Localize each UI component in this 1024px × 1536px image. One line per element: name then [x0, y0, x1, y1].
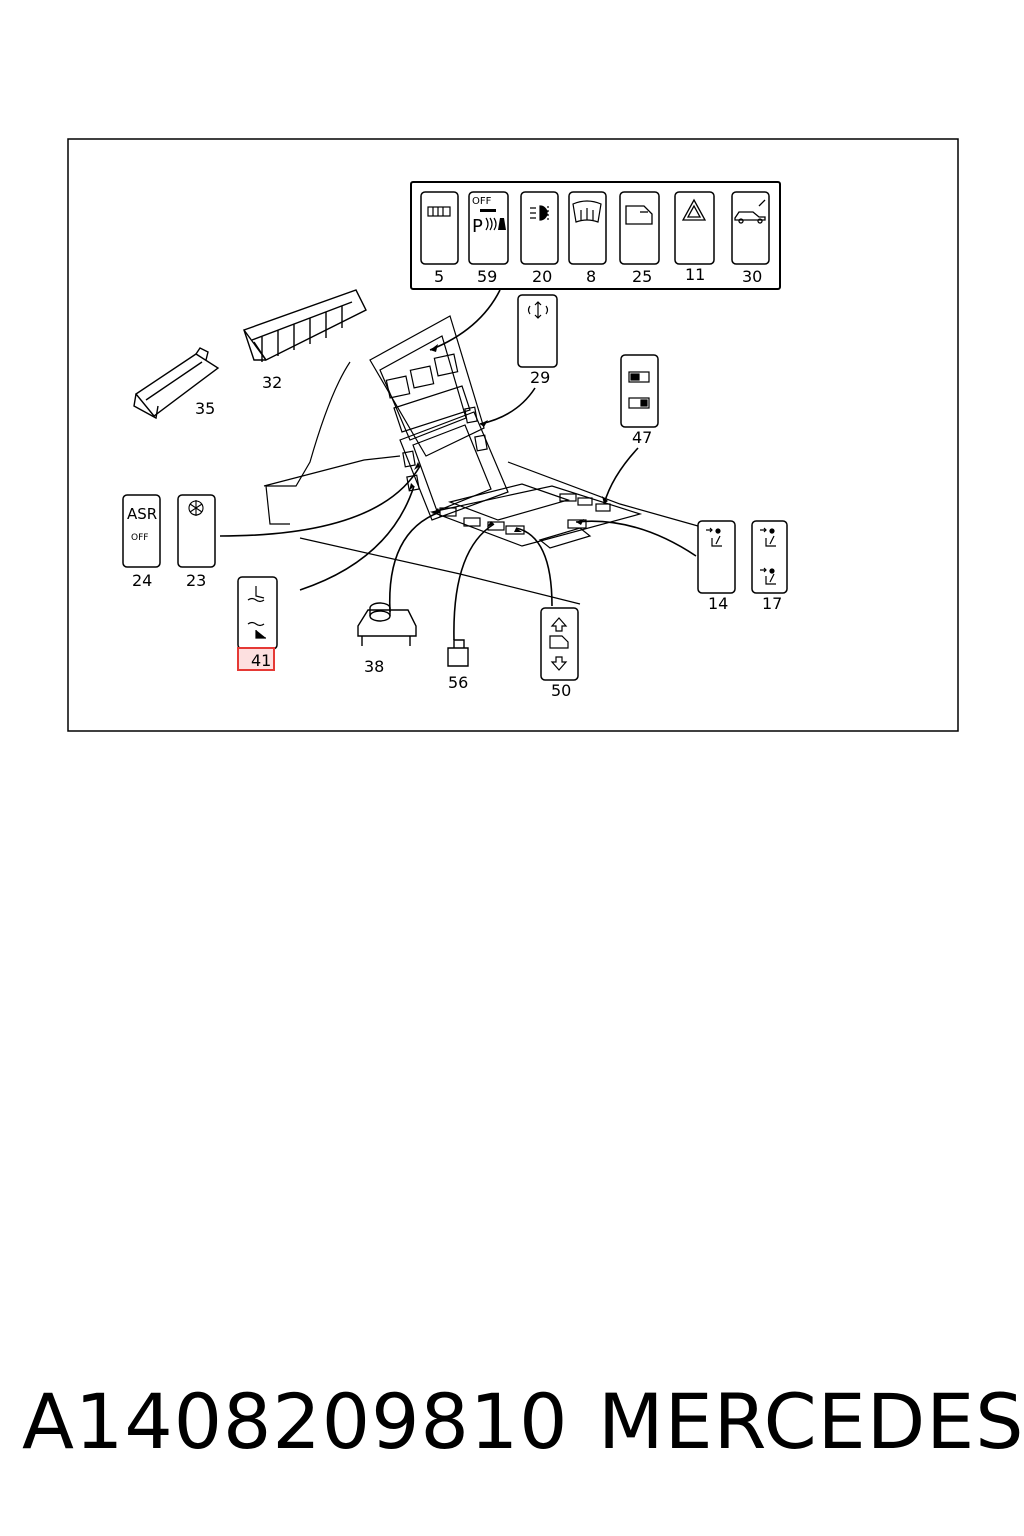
part-38-knob: [357, 602, 417, 646]
off-label: OFF: [472, 196, 492, 207]
callout-32: 32: [262, 373, 282, 392]
callout-29: 29: [530, 368, 550, 387]
switch-59[interactable]: OFF P: [468, 191, 509, 265]
air-circulation-icon: [188, 500, 204, 516]
brand-name: MERCEDES: [598, 1377, 1024, 1466]
switch-50[interactable]: [540, 607, 579, 681]
callout-50: 50: [551, 681, 571, 700]
door-lock-icon: [625, 205, 653, 225]
switch-29[interactable]: [517, 294, 558, 368]
callout-8: 8: [586, 267, 596, 286]
callout-24: 24: [132, 571, 152, 590]
callout-35: 35: [195, 399, 215, 418]
callout-41: 41: [251, 651, 271, 670]
switch-25[interactable]: [619, 191, 660, 265]
diagram-frame: [67, 138, 959, 732]
arrowheads: [409, 344, 608, 532]
parts-diagram: OFF P: [67, 138, 959, 732]
center-console: [263, 315, 699, 605]
switch-30[interactable]: [731, 191, 770, 265]
callout-25: 25: [632, 267, 652, 286]
parking-sensor-icon: [485, 217, 506, 231]
part-56-connector: [447, 639, 469, 667]
switch-23[interactable]: [177, 494, 216, 568]
part-number: A1408209810: [22, 1377, 569, 1466]
hazard-triangle-icon: [681, 198, 707, 221]
switch-8[interactable]: [568, 191, 607, 265]
callout-14: 14: [708, 594, 728, 613]
fog-light-icon: [530, 205, 549, 221]
seat-heater-icon: [247, 586, 266, 639]
callout-38: 38: [364, 657, 384, 676]
callout-56: 56: [448, 673, 468, 692]
switch-14[interactable]: [697, 520, 736, 594]
windshield-defrost-icon: [572, 200, 602, 223]
switch-41[interactable]: [237, 576, 278, 650]
switch-17[interactable]: [751, 520, 788, 594]
switch-11[interactable]: [674, 191, 715, 265]
switch-20[interactable]: [520, 191, 559, 265]
callout-47: 47: [632, 428, 652, 447]
switch-47[interactable]: [620, 354, 659, 428]
asr-off-label: OFF: [131, 533, 148, 543]
seat-adjust-icon: [706, 527, 722, 547]
rear-defrost-icon: [427, 206, 451, 217]
window-switch-icon: [628, 371, 650, 409]
callout-59: 59: [477, 267, 497, 286]
part-32-bracket: [242, 289, 367, 362]
part-35-cover: [133, 347, 220, 420]
parking-p-symbol: P: [472, 216, 483, 237]
callout-20: 20: [532, 267, 552, 286]
height-adjust-icon: [527, 301, 549, 319]
switch-5[interactable]: [420, 191, 459, 265]
window-up-down-icon: [549, 617, 569, 671]
callout-41-highlight: [237, 647, 275, 671]
callout-17: 17: [762, 594, 782, 613]
callout-5: 5: [434, 267, 444, 286]
seat-memory-icon: [760, 527, 776, 585]
trunk-release-icon: [734, 199, 766, 224]
leader-lines: [219, 289, 697, 641]
callout-23: 23: [186, 571, 206, 590]
callout-11: 11: [685, 265, 705, 284]
asr-label: ASR: [127, 505, 157, 523]
switch-24-asr[interactable]: ASR OFF: [122, 494, 161, 568]
callout-30: 30: [742, 267, 762, 286]
